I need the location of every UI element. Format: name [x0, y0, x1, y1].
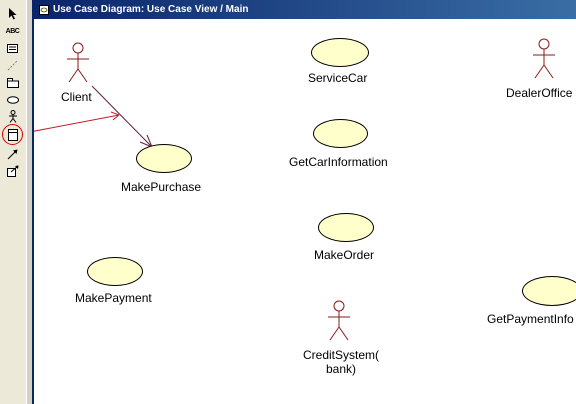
stick-figure-icon — [8, 110, 17, 123]
splitter[interactable] — [26, 0, 33, 404]
use-case-get-car-information[interactable] — [313, 119, 368, 148]
use-case-make-payment[interactable] — [87, 257, 143, 286]
annotation-arrow-line — [34, 114, 120, 132]
actor-label-dealer-office: DealerOffice — [506, 86, 573, 100]
association-client-makepurchase — [91, 85, 153, 148]
diagram-document-icon — [38, 4, 49, 15]
anchor-tool-button[interactable] — [5, 58, 20, 73]
actor-tool-button[interactable] — [5, 109, 20, 124]
association-tool-button[interactable] — [5, 146, 20, 161]
use-case-get-payment-info[interactable] — [522, 276, 576, 306]
use-case-label-get-payment-info: GetPaymentInfo — [487, 312, 574, 326]
use-case-label-service-car: ServiceCar — [308, 71, 368, 85]
use-case-label-make-payment: MakePayment — [75, 291, 152, 305]
use-case-diagram-window: Use Case Diagram: Use Case View / Main C… — [32, 0, 576, 404]
selection-tool-button[interactable] — [5, 6, 20, 21]
window-title: Use Case Diagram: Use Case View / Main — [53, 4, 249, 15]
stick-figure-icon — [67, 42, 89, 83]
note-tool-button[interactable] — [5, 41, 20, 56]
stick-figure-icon — [533, 38, 555, 79]
diagram-canvas[interactable]: Client DealerOffice CreditSystem( bank) — [34, 19, 576, 404]
class-tool-button[interactable] — [2, 124, 23, 145]
diagram-toolbox: ABC — [0, 0, 27, 404]
class-box-icon — [7, 128, 18, 141]
text-tool-button[interactable]: ABC — [5, 24, 20, 39]
actor-label-credit-system: CreditSystem( bank) — [302, 348, 379, 376]
actor-credit-system[interactable] — [327, 300, 351, 347]
package-tool-button[interactable] — [5, 75, 20, 90]
stick-figure-icon — [328, 300, 350, 341]
diagonal-arrow-icon — [7, 149, 17, 159]
dashed-line-icon — [7, 60, 18, 71]
use-case-label-get-car-information: GetCarInformation — [289, 155, 388, 169]
ellipse-icon — [6, 95, 19, 104]
annotation-arrowhead — [110, 111, 120, 121]
use-case-label-make-order: MakeOrder — [314, 248, 375, 262]
use-case-label-make-purchase: MakePurchase — [121, 180, 202, 194]
actor-label-client: Client — [61, 90, 92, 104]
use-case-service-car[interactable] — [311, 38, 369, 67]
note-icon — [7, 44, 18, 53]
window-title-bar[interactable]: Use Case Diagram: Use Case View / Main — [34, 0, 576, 19]
dependency-tool-button[interactable] — [5, 163, 20, 178]
arrow-pointer-icon — [8, 7, 16, 19]
use-case-make-purchase[interactable] — [136, 144, 192, 173]
actor-dealer-office[interactable] — [532, 38, 556, 85]
text-icon: ABC — [5, 28, 20, 35]
connector-layer — [34, 85, 153, 148]
use-case-tool-button[interactable] — [5, 92, 20, 107]
actor-client[interactable] — [66, 42, 90, 89]
dependency-icon — [6, 165, 18, 177]
package-icon — [6, 77, 19, 88]
use-case-make-order[interactable] — [318, 213, 374, 242]
